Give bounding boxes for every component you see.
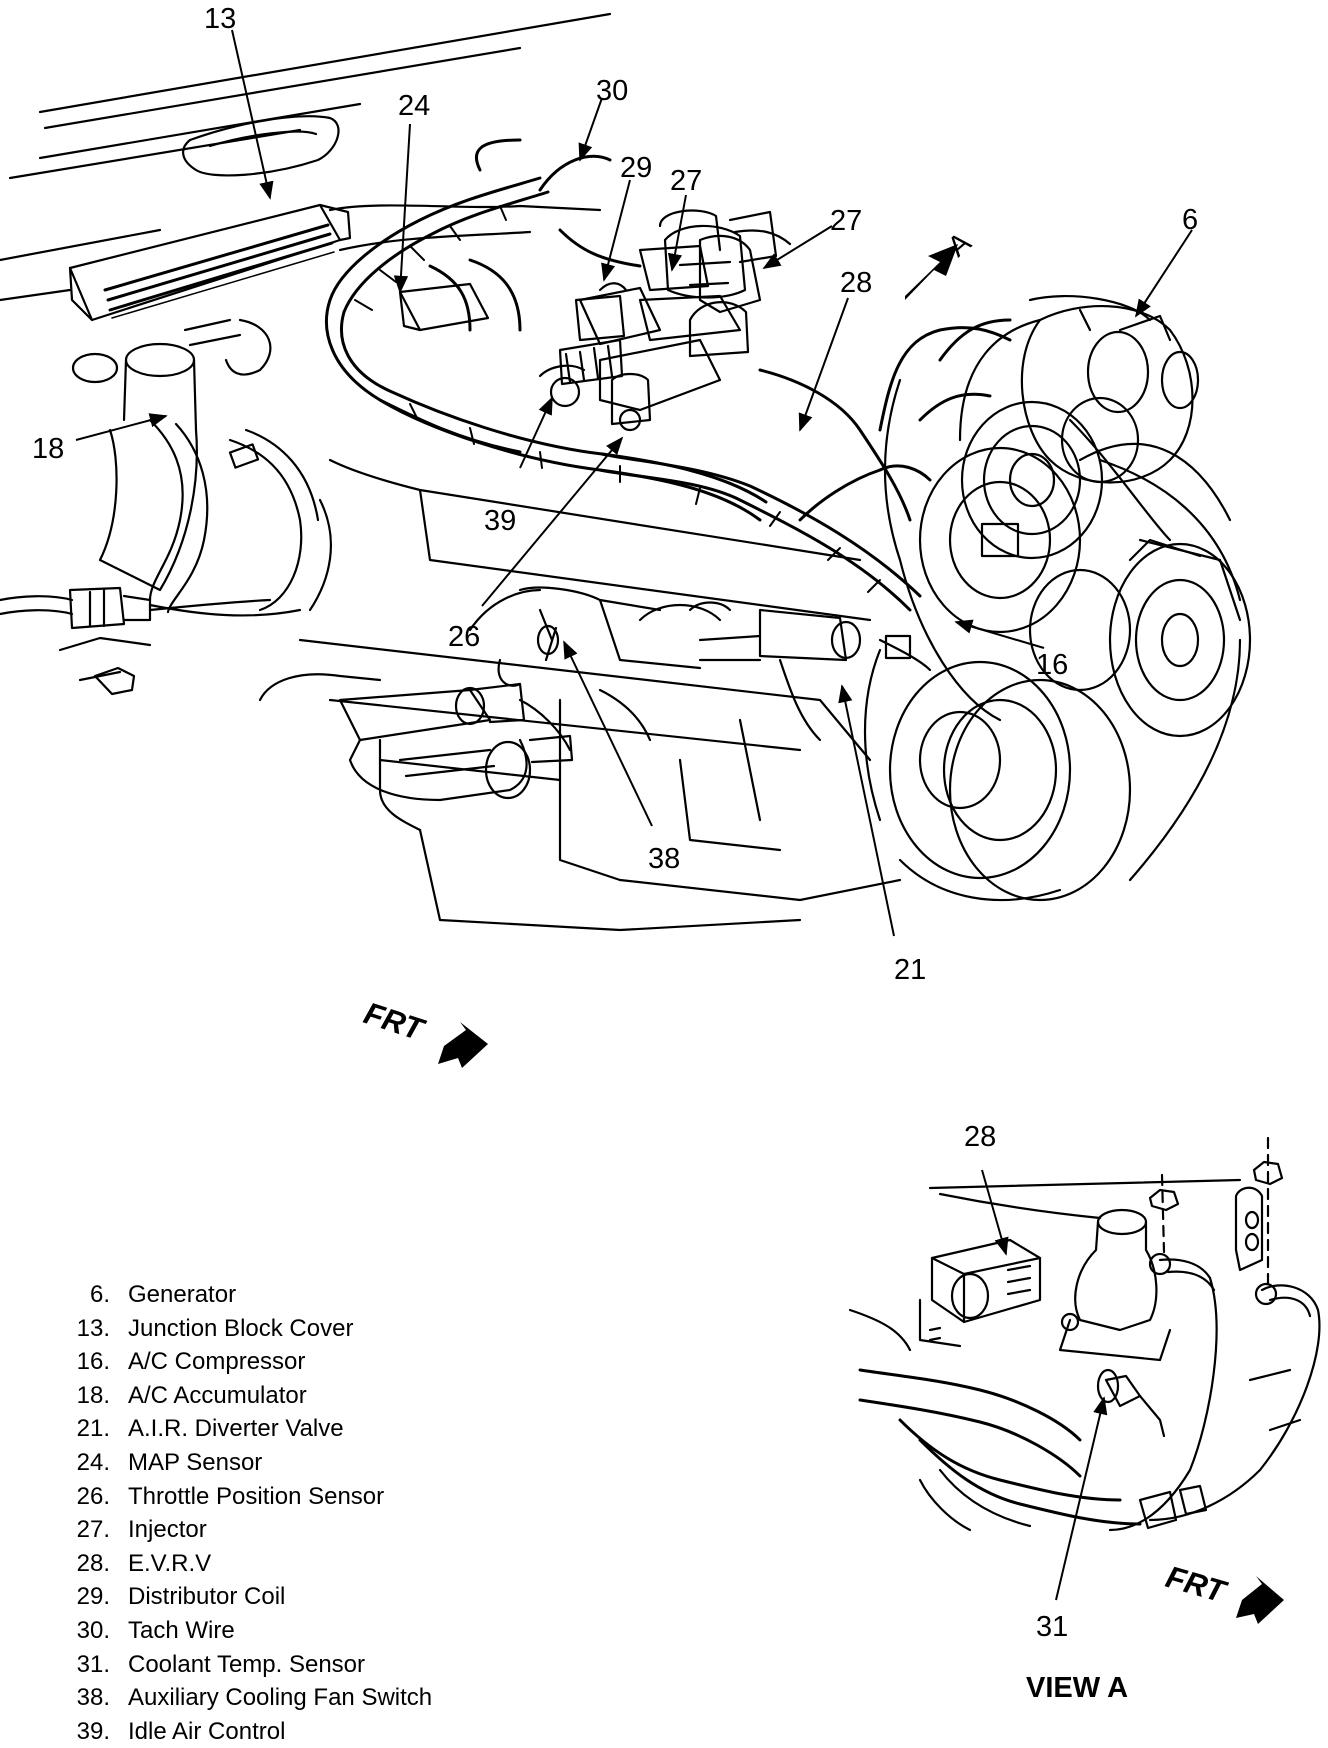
leader-lines — [75, 29, 1193, 1601]
starter-motor — [338, 682, 574, 802]
throttle-body — [638, 210, 792, 342]
legend-number: 38. — [76, 1684, 110, 1712]
callout-16: 16 — [1036, 649, 1068, 681]
engine-block — [258, 458, 902, 932]
legend-number: 18. — [76, 1381, 110, 1409]
legend-label: A.I.R. Diverter Valve — [128, 1415, 344, 1443]
callout-29: 29 — [620, 152, 652, 184]
view-a-inset — [848, 1136, 1321, 1532]
callout-21: 21 — [894, 954, 926, 986]
sensor-hardware — [468, 586, 932, 752]
frt-indicator-view-a: FRT — [1162, 1559, 1284, 1624]
legend-label: Injector — [128, 1516, 207, 1544]
legend-item: 21. A.I.R. Diverter Valve — [42, 1412, 562, 1446]
callout-24: 24 — [398, 90, 430, 122]
legend-item: 13. Junction Block Cover — [42, 1312, 562, 1346]
left-connector — [0, 586, 272, 696]
legend-item: 39. Idle Air Control — [42, 1715, 562, 1748]
legend-number: 28. — [76, 1549, 110, 1577]
view-direction-arrow: A — [905, 226, 978, 300]
callout-38: 38 — [648, 843, 680, 875]
legend-item: 6. Generator — [42, 1278, 562, 1312]
legend-label: Distributor Coil — [128, 1583, 286, 1611]
legend-label: Throttle Position Sensor — [128, 1482, 385, 1510]
legend-label: E.V.R.V — [128, 1549, 212, 1577]
legend-label: Idle Air Control — [128, 1717, 286, 1745]
frt-indicator-main: FRT — [360, 995, 488, 1068]
legend-label: Generator — [128, 1281, 237, 1308]
callout-39: 39 — [484, 505, 516, 537]
legend-number: 16. — [76, 1348, 110, 1376]
legend-label: Auxiliary Cooling Fan Switch — [128, 1684, 433, 1712]
junction-block-cover — [68, 203, 352, 322]
callout-28: 28 — [840, 267, 872, 299]
callout-28-view-a: 28 — [964, 1121, 996, 1153]
view-a-label: VIEW A — [1026, 1672, 1128, 1704]
callout-26: 26 — [448, 621, 480, 653]
legend-item: 30. Tach Wire — [42, 1614, 562, 1648]
legend-number: 24. — [76, 1448, 110, 1476]
callout-30: 30 — [596, 75, 628, 107]
legend-item: 24. MAP Sensor — [42, 1446, 562, 1480]
harness-bands — [354, 205, 881, 593]
legend-item: 27. Injector — [42, 1513, 562, 1547]
legend-item: 16. A/C Compressor — [42, 1345, 562, 1379]
parts-legend: 6. Generator 13. Junction Block Cover 16. A… — [42, 1278, 562, 1748]
legend-number: 39. — [76, 1717, 110, 1745]
cowl-panel — [0, 12, 612, 302]
callout-27-right: 27 — [830, 205, 862, 237]
callout-numbers: 13 24 30 29 27 27 6 28 18 39 26 16 38 21… — [32, 3, 1198, 1643]
legend-item: 29. Distributor Coil — [42, 1580, 562, 1614]
wiring-harness — [325, 138, 1012, 612]
distributor — [558, 282, 750, 386]
legend-number: 30. — [76, 1616, 110, 1644]
legend-item: 38. Auxiliary Cooling Fan Switch — [42, 1681, 562, 1715]
legend-number: 26. — [76, 1482, 110, 1510]
legend-number: 29. — [76, 1583, 110, 1611]
callout-18: 18 — [32, 433, 64, 465]
main-engine-view — [0, 12, 1252, 932]
legend-number: 31. — [76, 1650, 110, 1678]
callout-13: 13 — [204, 3, 236, 35]
legend-label: A/C Accumulator — [128, 1381, 307, 1409]
callout-6: 6 — [1182, 204, 1198, 236]
legend-label: Coolant Temp. Sensor — [128, 1650, 366, 1678]
legend-item: 26. Throttle Position Sensor — [42, 1480, 562, 1514]
legend-item: 28. E.V.R.V — [42, 1547, 562, 1581]
legend-item: 31. Coolant Temp. Sensor — [42, 1648, 562, 1682]
accessory-drive — [863, 294, 1252, 902]
legend-item: 18. A/C Accumulator — [42, 1379, 562, 1413]
legend-label: MAP Sensor — [128, 1448, 263, 1476]
legend-number: 27. — [76, 1516, 110, 1544]
legend-number: 6. — [89, 1281, 110, 1308]
legend-label: Tach Wire — [128, 1616, 235, 1644]
legend-number: 13. — [76, 1314, 110, 1342]
intake-manifold — [328, 204, 762, 432]
legend-label: Junction Block Cover — [128, 1314, 354, 1342]
callout-31: 31 — [1036, 1611, 1068, 1643]
ac-accumulator — [71, 318, 320, 617]
legend-number: 21. — [76, 1415, 110, 1443]
frt-label: FRT — [360, 995, 431, 1048]
callout-27-top: 27 — [670, 165, 702, 197]
legend-label: A/C Compressor — [128, 1348, 306, 1376]
frt-label-view-a: FRT — [1162, 1559, 1232, 1610]
